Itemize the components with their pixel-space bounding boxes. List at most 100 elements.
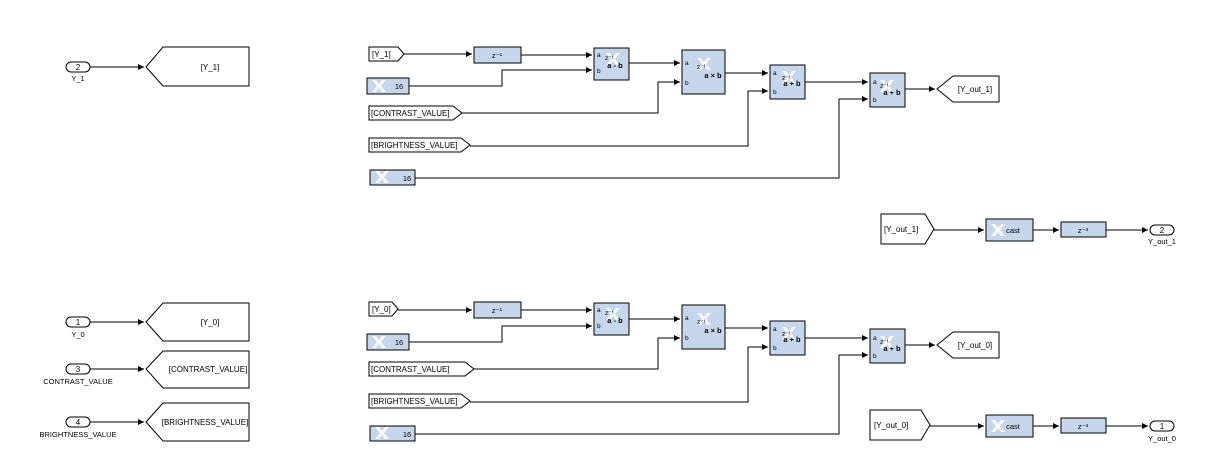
goto-contrast-shape[interactable] bbox=[145, 350, 250, 389]
goto-y1-shape[interactable] bbox=[145, 46, 250, 87]
from-contrast-y0-shape[interactable] bbox=[368, 361, 475, 377]
delay3-block-yout1-label: z⁻³ bbox=[1078, 226, 1089, 235]
from-yout1-label: [Y_out_1] bbox=[884, 225, 918, 234]
from-brightness-y0[interactable]: [BRIGHTNESS_VALUE] bbox=[368, 393, 471, 409]
goto-y0-label: [Y_0] bbox=[201, 318, 220, 327]
multiply-block-y0[interactable]: a b z⁻¹ a × b bbox=[681, 304, 726, 350]
cast-block-yout0[interactable]: cast bbox=[985, 414, 1034, 438]
multiply-op: a × b bbox=[704, 71, 722, 80]
add2-port-b: b bbox=[873, 353, 877, 360]
wire-contrast-y0 bbox=[474, 335, 680, 370]
constant-b-y1[interactable]: 16 bbox=[369, 169, 416, 186]
from-yout0-shape[interactable] bbox=[869, 409, 931, 441]
add1-port-b: b bbox=[773, 345, 777, 352]
output-path-yout1: [Y_out_1] cast z⁻³ 2 Y_out_1 bbox=[880, 213, 1176, 246]
goto-y0-shape[interactable] bbox=[145, 302, 250, 342]
multiply-latency: z⁻¹ bbox=[697, 319, 707, 326]
from-y0[interactable]: [Y_0] bbox=[368, 301, 399, 317]
delay3-block-yout1[interactable]: z⁻³ bbox=[1060, 221, 1107, 238]
multiply-block-y0-shape[interactable] bbox=[681, 304, 726, 350]
from-brightness-y1-label: [BRIGHTNESS_VALUE] bbox=[371, 141, 458, 150]
inport-brightness-name: BRIGHTNESS_VALUE bbox=[40, 430, 117, 439]
goto-yout1[interactable]: [Y_out_1] bbox=[936, 75, 1000, 103]
goto-yout0-label: [Y_out_0] bbox=[958, 341, 992, 350]
add2-port-b: b bbox=[873, 97, 877, 104]
add-block-2-y1-shape[interactable] bbox=[869, 72, 906, 108]
goto-brightness-shape[interactable] bbox=[145, 402, 250, 442]
constant-b-y1-value: 16 bbox=[403, 174, 411, 183]
wire-const-a-y1 bbox=[409, 67, 592, 87]
goto-y0[interactable]: [Y_0] bbox=[145, 302, 250, 342]
constant-a-y1-value: 16 bbox=[395, 82, 403, 91]
subtract-block-y1-shape[interactable] bbox=[593, 47, 630, 81]
subtract-op: a - b bbox=[607, 61, 623, 70]
from-y1-shape[interactable] bbox=[368, 46, 405, 62]
outport-yout1-name: Y_out_1 bbox=[1148, 237, 1176, 246]
wire-const-b-y1 bbox=[415, 96, 868, 179]
add-block-1-y0[interactable]: a b z⁻¹ a + b bbox=[769, 320, 806, 356]
wire-const-b-y0 bbox=[415, 352, 868, 435]
cast-block-yout1[interactable]: cast bbox=[985, 218, 1034, 242]
from-yout1[interactable]: [Y_out_1] bbox=[880, 213, 935, 245]
from-brightness-y1[interactable]: [BRIGHTNESS_VALUE] bbox=[368, 137, 471, 153]
inport-y0[interactable]: 1 Y_0 bbox=[65, 316, 91, 339]
add-block-2-y0[interactable]: a b z⁻¹ a + b bbox=[869, 328, 906, 364]
goto-brightness[interactable]: [BRIGHTNESS_VALUE] bbox=[145, 402, 250, 442]
subtract-latency: z⁻¹ bbox=[605, 310, 615, 317]
inport-contrast[interactable]: 3 CONTRAST_VALUE bbox=[43, 363, 113, 386]
constant-b-y0[interactable]: 16 bbox=[369, 425, 416, 442]
delay-block-y1-label: z⁻¹ bbox=[492, 51, 503, 60]
from-y1[interactable]: [Y_1] bbox=[368, 46, 405, 62]
from-contrast-y1-label: [CONTRAST_VALUE] bbox=[371, 109, 450, 118]
from-contrast-y1-shape[interactable] bbox=[368, 105, 463, 121]
goto-y1[interactable]: [Y_1] bbox=[145, 46, 250, 87]
inport-brightness[interactable]: 4 BRIGHTNESS_VALUE bbox=[40, 416, 117, 439]
channel-y1: [Y_1] z⁻¹ 16 a b z⁻¹ a - b [CONTRAST bbox=[366, 46, 1000, 186]
goto-contrast[interactable]: [CONTRAST_VALUE] bbox=[145, 350, 250, 389]
add1-port-b: b bbox=[773, 89, 777, 96]
add-block-1-y1-shape[interactable] bbox=[769, 64, 806, 100]
subtract-block-y0[interactable]: a b z⁻¹ a - b bbox=[593, 302, 630, 336]
delay-block-y0[interactable]: z⁻¹ bbox=[473, 301, 522, 319]
multiply-block-y1[interactable]: a b z⁻¹ a × b bbox=[681, 49, 726, 95]
outport-yout1[interactable]: 2 Y_out_1 bbox=[1148, 224, 1176, 246]
inport-y1[interactable]: 2 Y_1 bbox=[65, 61, 91, 83]
from-contrast-y1[interactable]: [CONTRAST_VALUE] bbox=[368, 105, 463, 121]
outport-yout1-number: 2 bbox=[1160, 226, 1165, 235]
outport-yout0-shape[interactable] bbox=[1149, 420, 1175, 432]
from-contrast-y0[interactable]: [CONTRAST_VALUE] bbox=[368, 361, 475, 377]
constant-b-y0-value: 16 bbox=[403, 430, 411, 439]
add1-latency: z⁻¹ bbox=[782, 75, 792, 82]
goto-yout1-shape[interactable] bbox=[936, 75, 1000, 103]
constant-a-y1[interactable]: 16 bbox=[366, 77, 410, 95]
subtract-port-a: a bbox=[597, 52, 601, 59]
subtract-port-b: b bbox=[597, 68, 601, 75]
add-block-2-y1[interactable]: a b z⁻¹ a + b bbox=[869, 72, 906, 108]
subtract-block-y1[interactable]: a b z⁻¹ a - b bbox=[593, 47, 630, 81]
from-y0-shape[interactable] bbox=[368, 301, 399, 317]
from-yout1-shape[interactable] bbox=[880, 213, 935, 245]
from-yout0[interactable]: [Y_out_0] bbox=[869, 409, 931, 441]
subtract-block-y0-shape[interactable] bbox=[593, 302, 630, 336]
from-contrast-y0-label: [CONTRAST_VALUE] bbox=[371, 365, 450, 374]
goto-yout0[interactable]: [Y_out_0] bbox=[936, 331, 1000, 359]
delay3-block-yout0[interactable]: z⁻³ bbox=[1060, 417, 1107, 434]
add2-latency: z⁻¹ bbox=[880, 339, 890, 346]
outport-yout0[interactable]: 1 Y_out_0 bbox=[1148, 420, 1176, 443]
outport-yout0-name: Y_out_0 bbox=[1148, 434, 1176, 443]
add2-latency: z⁻¹ bbox=[880, 83, 890, 90]
add-block-1-y1[interactable]: a b z⁻¹ a + b bbox=[769, 64, 806, 100]
goto-contrast-label: [CONTRAST_VALUE] bbox=[169, 365, 248, 374]
constant-a-y0[interactable]: 16 bbox=[366, 333, 410, 351]
from-brightness-y1-shape[interactable] bbox=[368, 137, 471, 153]
multiply-block-y1-shape[interactable] bbox=[681, 49, 726, 95]
from-brightness-y0-shape[interactable] bbox=[368, 393, 471, 409]
subtract-op: a - b bbox=[607, 316, 623, 325]
delay-block-y1[interactable]: z⁻¹ bbox=[473, 46, 522, 64]
add-block-2-y0-shape[interactable] bbox=[869, 328, 906, 364]
output-path-yout0: [Y_out_0] cast z⁻³ 1 Y_out_0 bbox=[869, 409, 1176, 443]
goto-yout0-shape[interactable] bbox=[936, 331, 1000, 359]
outport-yout1-shape[interactable] bbox=[1149, 224, 1175, 236]
wire-brightness-y0 bbox=[470, 344, 768, 403]
